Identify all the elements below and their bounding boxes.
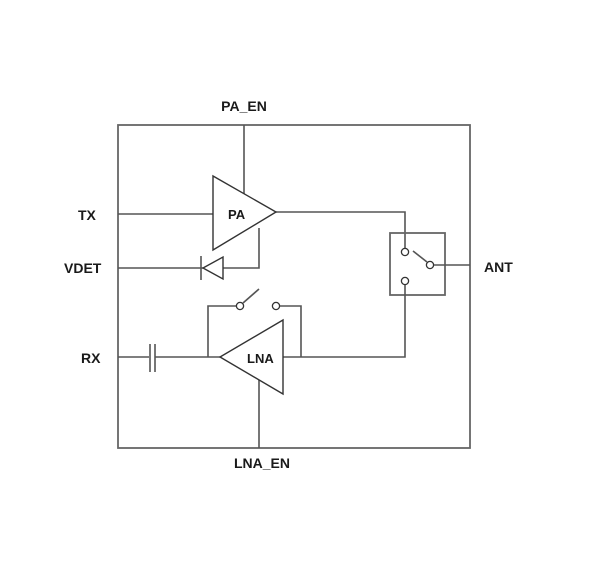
pa-en-label: PA_EN	[221, 98, 267, 114]
detector-feedback-line	[223, 228, 260, 269]
bypass-left-line	[207, 305, 236, 357]
rx-label: RX	[81, 350, 101, 366]
dc-block-capacitor	[149, 344, 156, 372]
switch-contact-rx	[400, 276, 410, 286]
switch-contact-tx	[400, 247, 410, 257]
switch-arm	[412, 250, 428, 263]
pa-amplifier	[212, 174, 278, 252]
ant-label: ANT	[484, 259, 513, 275]
bypass-switch-arm	[242, 288, 260, 304]
lna-output-line	[283, 295, 406, 358]
bypass-right-line	[280, 305, 302, 357]
vdet-label: VDET	[64, 260, 102, 276]
rf-switch-box	[389, 232, 446, 296]
detector-diode	[200, 255, 224, 281]
lna-amplifier-label: LNA	[247, 351, 274, 366]
bypass-switch-left-contact	[235, 301, 245, 311]
lna-en-label: LNA_EN	[234, 455, 290, 471]
pa-amplifier-label: PA	[228, 207, 246, 222]
tx-label: TX	[78, 207, 97, 223]
lna-amplifier	[218, 318, 284, 396]
pa-output-line	[276, 211, 406, 233]
module-outline	[117, 124, 471, 449]
bypass-switch-right-contact	[271, 301, 281, 311]
switch-common	[425, 260, 435, 270]
